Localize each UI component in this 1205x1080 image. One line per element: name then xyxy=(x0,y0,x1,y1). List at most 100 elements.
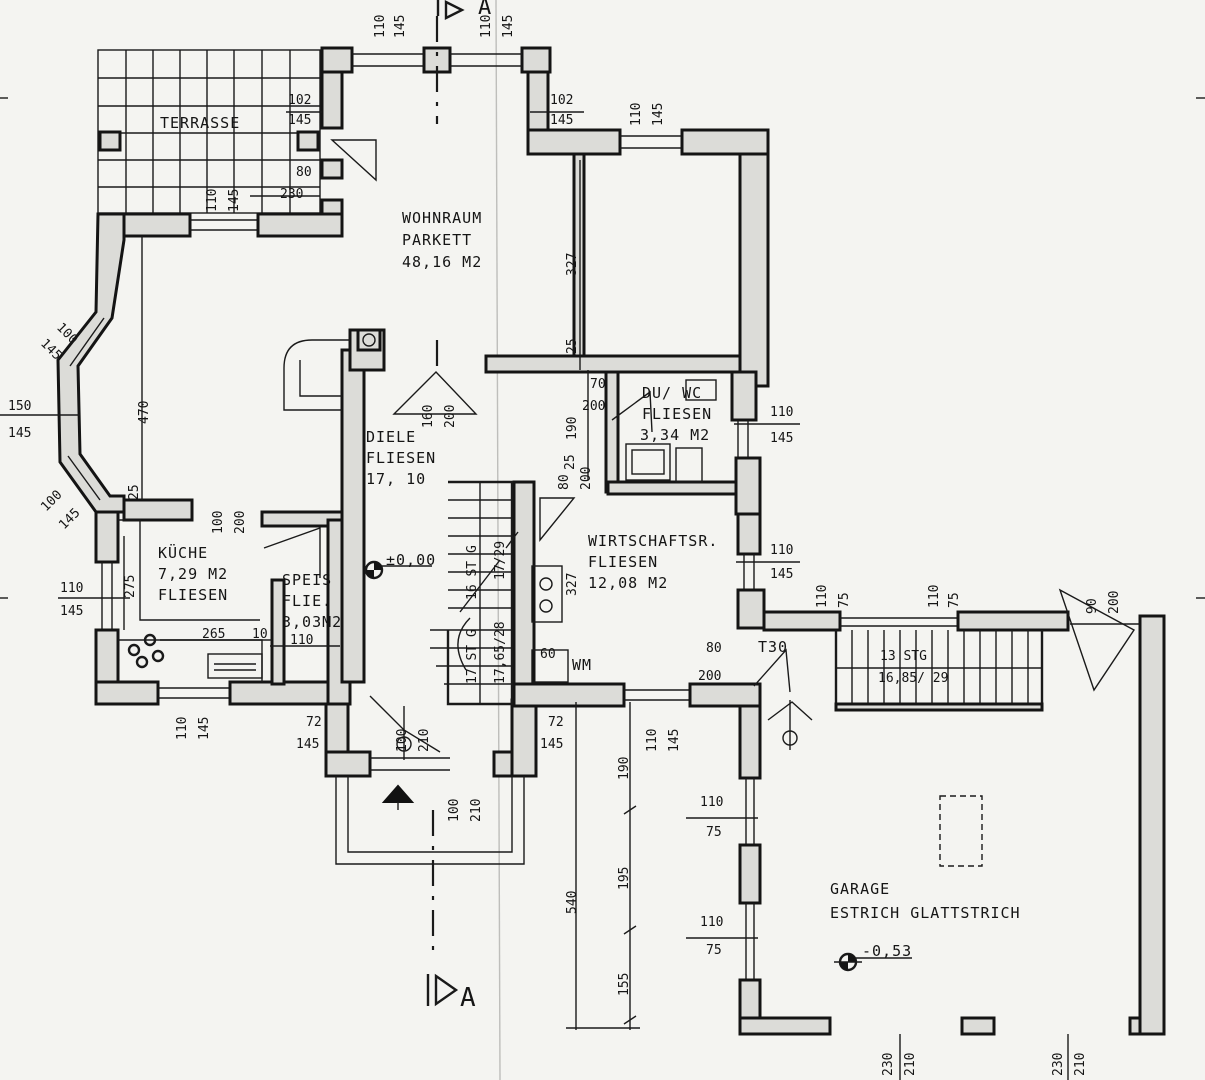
section-marker-bottom xyxy=(426,973,459,1007)
svg-text:100: 100 xyxy=(211,511,226,534)
svg-text:210: 210 xyxy=(1073,1053,1088,1076)
svg-text:160: 160 xyxy=(421,405,436,428)
svg-text:FLIESEN: FLIESEN xyxy=(366,449,436,467)
main-stairs xyxy=(430,480,519,706)
svg-text:10: 10 xyxy=(252,627,268,642)
svg-text:145: 145 xyxy=(288,113,311,128)
svg-text:ESTRICH GLATTSTRICH: ESTRICH GLATTSTRICH xyxy=(830,904,1021,922)
svg-text:FLIESEN: FLIESEN xyxy=(642,405,712,423)
level-garage: -0,53 xyxy=(862,942,912,960)
svg-text:200: 200 xyxy=(582,399,605,414)
svg-text:230: 230 xyxy=(1051,1053,1066,1076)
svg-text:GARAGE: GARAGE xyxy=(830,880,890,898)
svg-text:17, 10: 17, 10 xyxy=(366,470,426,488)
svg-text:16 ST G: 16 ST G xyxy=(465,545,480,600)
svg-text:75: 75 xyxy=(706,825,722,840)
svg-text:275: 275 xyxy=(123,575,138,598)
svg-text:200: 200 xyxy=(233,511,248,534)
svg-text:190: 190 xyxy=(565,417,580,440)
svg-text:195: 195 xyxy=(617,867,632,890)
washbasin-icon xyxy=(685,379,717,401)
svg-text:17,65/28: 17,65/28 xyxy=(493,621,508,684)
svg-text:110: 110 xyxy=(629,103,644,126)
svg-text:WIRTSCHAFTSR.: WIRTSCHAFTSR. xyxy=(588,532,718,550)
door-swings xyxy=(118,139,813,753)
wc-icon xyxy=(675,447,703,483)
fixtures xyxy=(127,328,983,867)
level-marker-diele xyxy=(364,560,432,580)
svg-text:KÜCHE: KÜCHE xyxy=(158,543,208,562)
svg-text:110: 110 xyxy=(60,581,83,596)
svg-text:7,29 M2: 7,29 M2 xyxy=(158,565,228,583)
svg-text:3,03M2: 3,03M2 xyxy=(282,613,342,631)
svg-text:145: 145 xyxy=(550,113,573,128)
svg-text:100: 100 xyxy=(447,799,462,822)
kueche-label: KÜCHE 7,29 M2 FLIESEN xyxy=(158,543,228,604)
svg-text:PARKETT: PARKETT xyxy=(402,231,472,249)
svg-text:110: 110 xyxy=(205,189,220,212)
skylight-icon xyxy=(939,795,983,867)
svg-text:25: 25 xyxy=(563,454,578,470)
svg-text:200: 200 xyxy=(1107,591,1122,614)
section-label-top: A xyxy=(478,0,492,20)
svg-text:SPEIS: SPEIS xyxy=(282,571,332,589)
diele-label: DIELE FLIESEN 17, 10 xyxy=(366,428,436,488)
svg-text:145: 145 xyxy=(227,189,242,212)
svg-text:100: 100 xyxy=(395,729,410,752)
svg-text:110: 110 xyxy=(645,729,660,752)
dimension-labels: 110 145 110 145 102 145 102 145 110 145 … xyxy=(8,15,1122,1076)
paper-fold-line xyxy=(495,0,501,1080)
svg-text:102: 102 xyxy=(288,93,311,108)
svg-text:230: 230 xyxy=(881,1053,896,1076)
svg-text:72: 72 xyxy=(548,715,564,730)
svg-text:145: 145 xyxy=(770,567,793,582)
section-label-bottom: A xyxy=(460,983,477,1013)
svg-text:210: 210 xyxy=(469,799,484,822)
svg-text:100: 100 xyxy=(38,488,65,515)
svg-text:145: 145 xyxy=(197,717,212,740)
svg-text:110: 110 xyxy=(479,15,494,38)
t30-label: T30 xyxy=(758,638,788,656)
door-marker-diele xyxy=(396,706,412,760)
svg-text:200: 200 xyxy=(443,405,458,428)
svg-text:75: 75 xyxy=(947,592,962,608)
svg-text:145: 145 xyxy=(651,103,666,126)
svg-text:265: 265 xyxy=(202,627,225,642)
walls xyxy=(56,46,1166,1036)
speis-label: SPEIS FLIE. 3,03M2 xyxy=(282,571,342,631)
svg-text:90: 90 xyxy=(1085,598,1100,614)
svg-text:110: 110 xyxy=(373,15,388,38)
svg-text:60: 60 xyxy=(540,647,556,662)
svg-text:327: 327 xyxy=(565,573,580,596)
svg-text:12,08 M2: 12,08 M2 xyxy=(588,574,668,592)
svg-text:327: 327 xyxy=(565,253,580,276)
svg-text:DIELE: DIELE xyxy=(366,428,416,446)
svg-text:FLIESEN: FLIESEN xyxy=(158,586,228,604)
svg-text:110: 110 xyxy=(927,585,942,608)
level-diele: ±0,00 xyxy=(386,551,436,569)
wirtschaft-label: WIRTSCHAFTSR. FLIESEN 12,08 M2 xyxy=(588,532,718,592)
svg-text:DU/ WC: DU/ WC xyxy=(642,384,702,402)
svg-text:110: 110 xyxy=(700,795,723,810)
svg-text:110: 110 xyxy=(290,633,313,648)
svg-text:102: 102 xyxy=(550,93,573,108)
stair-label-upper: 16 ST G 17/29 xyxy=(465,541,508,600)
svg-text:470: 470 xyxy=(137,401,152,424)
section-marker-top xyxy=(436,0,465,20)
svg-text:145: 145 xyxy=(56,506,83,533)
svg-text:17 ST G: 17 ST G xyxy=(465,629,480,684)
entrance-arrow-icon xyxy=(381,784,415,803)
svg-text:210: 210 xyxy=(417,729,432,752)
svg-text:48,16 M2: 48,16 M2 xyxy=(402,253,482,271)
svg-text:25: 25 xyxy=(565,338,580,354)
svg-text:17/29: 17/29 xyxy=(493,541,508,580)
washer-label: WM xyxy=(572,656,592,674)
stove-icon xyxy=(127,643,141,657)
svg-text:80: 80 xyxy=(296,165,312,180)
svg-text:25: 25 xyxy=(127,484,142,500)
svg-text:16,85/ 29: 16,85/ 29 xyxy=(878,671,948,686)
svg-text:70: 70 xyxy=(590,377,606,392)
svg-text:80: 80 xyxy=(706,641,722,656)
svg-text:75: 75 xyxy=(837,592,852,608)
